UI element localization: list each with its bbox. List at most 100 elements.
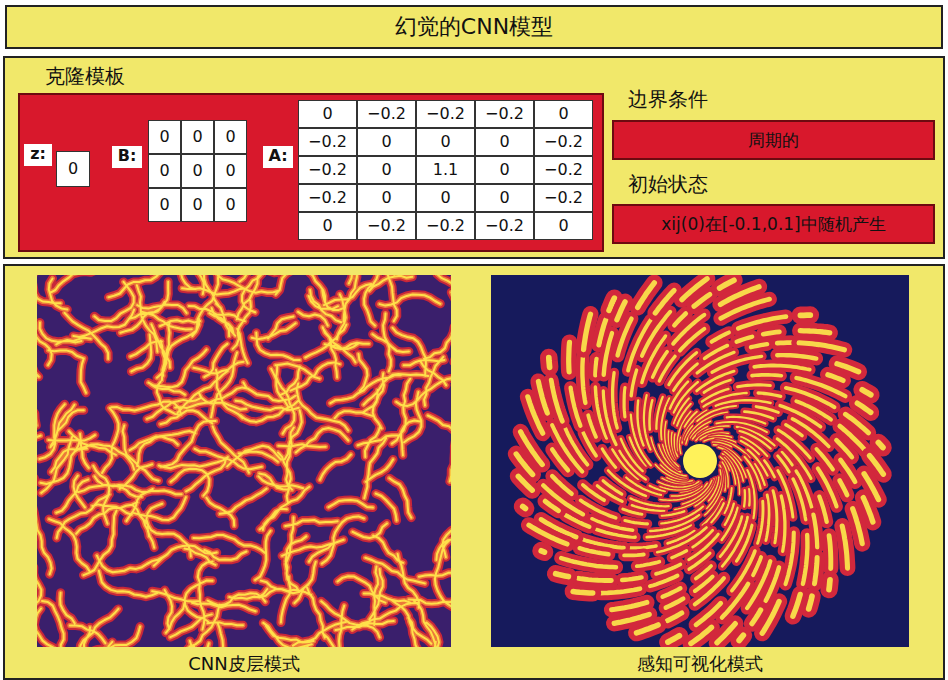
spiral-stripe [637, 562, 660, 566]
spiral-stripe [580, 548, 609, 554]
spiral-stripe [800, 312, 810, 318]
spiral-stripe [631, 370, 636, 396]
spiral-stripe [809, 596, 812, 609]
spiral-stripe [781, 496, 785, 551]
spiral-stripe [523, 507, 526, 509]
spiral-stripe [758, 393, 781, 396]
spiral-stripe [613, 373, 618, 428]
spiral-stripe [672, 551, 687, 558]
spiral-stripe [650, 400, 653, 429]
spiral-stripe [529, 525, 567, 544]
matrix-cell: −0.2 [357, 100, 416, 128]
spiral-stripe [800, 331, 829, 333]
box-heading: 初始状态 [628, 164, 931, 204]
spiral-stripe [800, 331, 829, 333]
red-box: 周期的 [612, 120, 935, 160]
spiral-stripe [541, 551, 544, 552]
matrix-cell: −0.2 [416, 212, 475, 240]
spiral-stripe [637, 625, 659, 633]
spiral-stripe [529, 525, 567, 544]
spiral-stripe [773, 491, 777, 543]
spiral-stripe [853, 509, 863, 544]
spiral-stripe [624, 553, 644, 558]
matrix-cell: 0 [148, 120, 181, 154]
spiral-stripe [711, 503, 723, 522]
spiral-stripe [584, 314, 591, 349]
matrix-cell: 0 [181, 154, 214, 188]
spiral-stripe [624, 549, 644, 562]
matrix-cell: 0 [475, 184, 534, 212]
spiral-stripe [754, 366, 809, 370]
matrix-cell: −0.2 [534, 128, 593, 156]
title-text: 幻觉的CNN模型 [13, 7, 935, 47]
cortex-pattern-frame: CNN皮层模式 [36, 274, 452, 678]
spiral-stripe [667, 613, 682, 621]
initial-state-box: 初始状态xij(0)在[-0.1,0.1]中随机产生 [612, 164, 935, 244]
spiral-stripe [840, 481, 848, 496]
matrix-cell: −0.2 [357, 212, 416, 240]
spiral-stripe [799, 343, 844, 350]
spiral-stripe [579, 578, 612, 580]
red-box: xij(0)在[-0.1,0.1]中随机产生 [612, 204, 935, 244]
pattern-stripe [37, 275, 451, 647]
spiral-stripe [720, 280, 734, 288]
spiral-stripe [752, 373, 781, 377]
spiral-stripe [842, 526, 847, 568]
spiral-stripe [630, 546, 656, 548]
spiral-stripe [630, 546, 656, 548]
matrix-cell: 0 [534, 100, 593, 128]
matrix-cell: 0 [181, 120, 214, 154]
spiral-stripe [720, 280, 734, 288]
spiral-stripe [637, 625, 659, 633]
spiral-stripe [650, 400, 653, 429]
matrix-cell: 0 [148, 154, 181, 188]
spiral-stripe [752, 610, 761, 624]
spiral-stripe [829, 536, 831, 569]
spiral-stripe [747, 470, 754, 518]
spiral-stripe [878, 443, 883, 448]
matrix-cell: −0.2 [534, 184, 593, 212]
spiral-stripe [840, 481, 848, 496]
spiral-stripe [862, 390, 871, 395]
spiral-stripe [556, 574, 569, 577]
spiral-stripe [582, 357, 585, 403]
spiral-stripe [837, 364, 859, 372]
spiral-stripe [617, 302, 625, 320]
spiral-stripe [573, 592, 593, 593]
spiral-stripe [738, 385, 771, 387]
spiral-stripe [631, 370, 636, 396]
matrix-cell: 0 [214, 120, 247, 154]
spiral-stripe [541, 551, 544, 552]
spiral-stripe [837, 364, 859, 372]
spiral-stripe [604, 333, 612, 375]
spiral-stripe [579, 578, 612, 580]
spiral-stripe [612, 602, 647, 609]
template-letter: z: [24, 144, 52, 166]
matrix-cell: 0 [357, 156, 416, 184]
spiral-stripe [552, 476, 571, 494]
spiral-stripe [667, 613, 682, 621]
spiral-stripe [758, 393, 781, 396]
spiral-stripe [663, 588, 681, 597]
matrix-cell: 0 [475, 128, 534, 156]
spiral-stripe [663, 588, 681, 597]
spiral-stripe [582, 357, 585, 403]
pattern-caption: 感知可视化模式 [490, 652, 910, 676]
box-heading: 边界条件 [628, 78, 931, 120]
spiral-stripe [763, 332, 779, 334]
spiral-stripe [803, 535, 808, 584]
spiral-stripe [722, 462, 728, 487]
matrix-cell: −0.2 [475, 100, 534, 128]
cortex-pattern [37, 275, 451, 647]
spiral-stripe [668, 636, 680, 642]
center-spot [683, 444, 717, 478]
spiral-stripe [754, 366, 809, 370]
spiral-stripe [540, 358, 558, 368]
matrix-cell: 0 [56, 151, 90, 187]
matrix-cell: 1.1 [416, 156, 475, 184]
spiral-stripe [829, 580, 830, 590]
matrix-cell: 0 [475, 156, 534, 184]
spiral-stripe [694, 295, 710, 307]
spiral-stripe [793, 594, 800, 616]
spiral-stripe [622, 577, 642, 580]
